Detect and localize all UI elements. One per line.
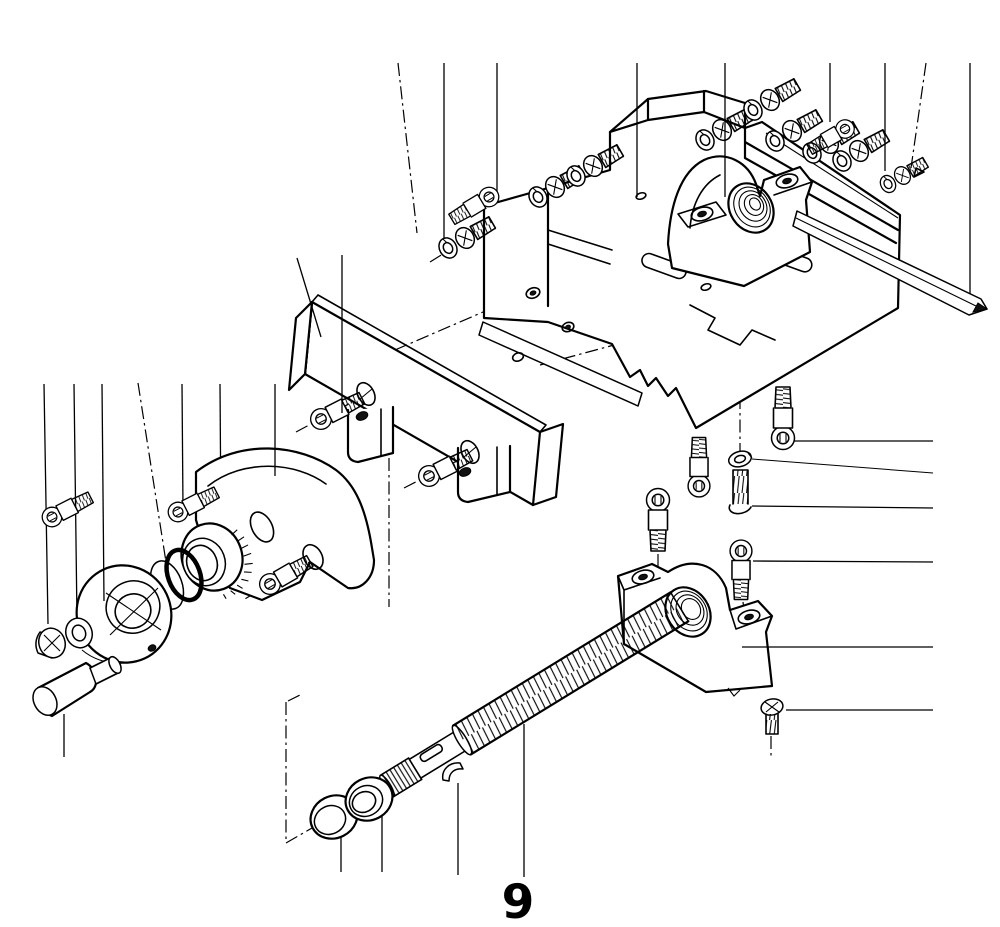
handle-knob (32, 655, 122, 718)
block-hardware (645, 386, 796, 735)
leadscrew-nut-bracket (666, 155, 814, 288)
block-cap-screw-left (645, 487, 671, 552)
base-cap-screw-up-left (687, 436, 711, 498)
knurled-bearing-ring (180, 522, 253, 599)
block-cap-screw-right (729, 539, 753, 601)
taper-gib-rod (792, 210, 989, 316)
plate-lug-left (346, 405, 395, 464)
spring-washer-stud (727, 450, 753, 515)
mounting-screws-top (434, 77, 930, 263)
bottom-right-pan-screw (760, 698, 784, 735)
front-plate-bar (287, 294, 565, 507)
base-cap-screw-up-right (770, 386, 796, 451)
leader-lines (43, 62, 971, 875)
graduated-dial-collar (75, 564, 173, 664)
leader-lines-over (101, 63, 933, 877)
bracket-cap-screw-a (38, 487, 96, 531)
bearing-ring (344, 776, 394, 822)
dial-pan-screw (35, 627, 66, 659)
nut-threaded-bore (727, 182, 775, 234)
dial-washer (65, 617, 93, 649)
front-face-holes (525, 286, 575, 333)
gib-strip (478, 321, 643, 407)
woodruff-key (441, 762, 464, 782)
figure-number: 9 (502, 875, 535, 927)
knob-spline-end (89, 655, 122, 685)
tslot-oblong-left (641, 252, 687, 280)
leadscrew (379, 591, 690, 798)
